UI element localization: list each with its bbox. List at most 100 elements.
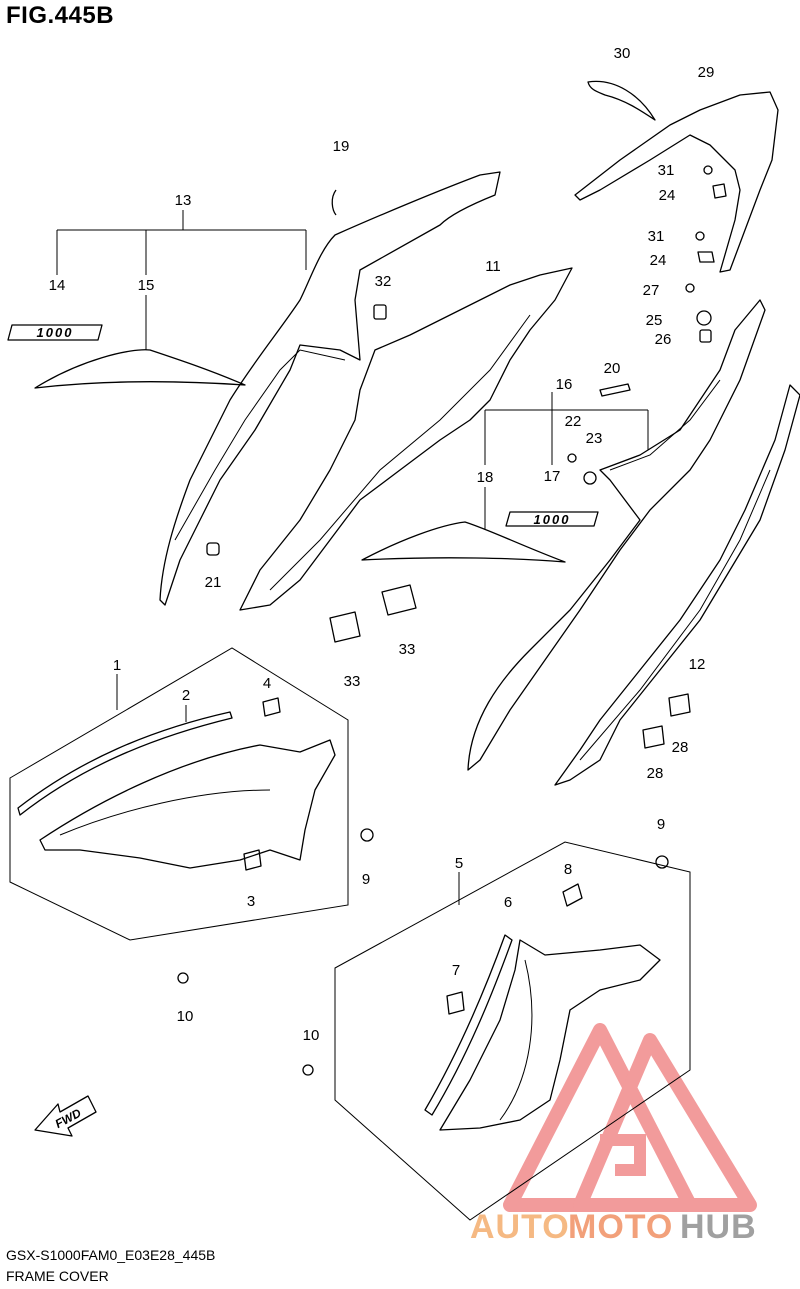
stripe-15 xyxy=(34,349,246,389)
callout-label-11: 11 xyxy=(485,258,501,275)
callout-label-12: 12 xyxy=(689,656,706,673)
rivet-10-left xyxy=(177,972,189,984)
callout-label-10: 10 xyxy=(303,1027,320,1044)
callout-label-21: 21 xyxy=(205,574,222,591)
diagram-caption: FRAME COVER xyxy=(6,1268,109,1284)
pad-28-a xyxy=(668,693,691,717)
frame-cover-5 xyxy=(439,939,661,1131)
diagram-code: GSX-S1000FAM0_E03E28_445B xyxy=(6,1247,216,1263)
inner-cover-12-edge xyxy=(579,469,771,761)
nut-24-a xyxy=(712,183,727,199)
grommet-9-right xyxy=(655,855,669,869)
callout-label-16: 16 xyxy=(556,376,573,393)
callout-label-2: 2 xyxy=(182,687,190,704)
emblem-1000-right: 1000 xyxy=(505,511,599,527)
box-5 xyxy=(334,841,691,1221)
pad-33-a xyxy=(329,611,361,643)
callout-label-24: 24 xyxy=(650,252,667,269)
pad-8 xyxy=(562,883,583,907)
callout-label-33: 33 xyxy=(344,673,361,690)
callout-label-20: 20 xyxy=(604,360,621,377)
callout-label-25: 25 xyxy=(646,312,663,329)
callout-label-9: 9 xyxy=(657,816,665,833)
watermark-logo xyxy=(503,1023,757,1212)
figure-title: FIG.445B xyxy=(6,2,115,29)
callout-label-13: 13 xyxy=(175,192,192,209)
screw-31-b xyxy=(695,231,705,241)
pad-33-b xyxy=(381,584,417,616)
callout-label-4: 4 xyxy=(263,675,271,692)
callout-label-18: 18 xyxy=(477,469,494,486)
trim-6 xyxy=(424,934,513,1116)
callout-label-28: 28 xyxy=(672,739,689,756)
inner-cover-12 xyxy=(554,384,800,786)
frame-cover-1 xyxy=(39,739,336,869)
fwd-arrow-icon: FWD xyxy=(34,1095,97,1137)
callout-label-33: 33 xyxy=(399,641,416,658)
callout-label-31: 31 xyxy=(658,162,675,179)
trim-2 xyxy=(17,711,233,816)
callout-label-5: 5 xyxy=(455,855,463,872)
box-1 xyxy=(9,647,349,941)
watermark-text-moto: MOTO xyxy=(568,1208,673,1246)
seat-cowl-29 xyxy=(574,91,779,273)
emblem-text-left: 1000 xyxy=(37,325,74,340)
rear-cover-left-13 xyxy=(159,171,501,606)
callout-label-26: 26 xyxy=(655,331,672,348)
callout-label-6: 6 xyxy=(504,894,512,911)
callout-label-15: 15 xyxy=(138,277,155,294)
collar-26 xyxy=(699,329,712,343)
bracket-13 xyxy=(56,210,307,350)
pad-3 xyxy=(243,849,262,871)
bolt-27 xyxy=(685,283,695,293)
nut-32 xyxy=(373,304,387,320)
pad-7 xyxy=(446,991,465,1015)
watermark-text-auto: AUTO xyxy=(470,1208,570,1246)
stripe-18 xyxy=(361,521,566,563)
emblem-1000-left: 1000 xyxy=(7,324,103,341)
inner-cover-11 xyxy=(239,267,573,611)
nut-24-b xyxy=(697,251,715,263)
pad-28-b xyxy=(642,725,665,749)
callout-label-32: 32 xyxy=(375,273,392,290)
callout-label-1: 1 xyxy=(113,657,121,674)
callout-label-8: 8 xyxy=(564,861,572,878)
trim-30 xyxy=(587,80,656,121)
frame-cover-1-edge xyxy=(59,789,271,836)
rear-cover-right-16-edge xyxy=(609,379,721,471)
callout-label-27: 27 xyxy=(643,282,660,299)
callout-label-31: 31 xyxy=(648,228,665,245)
rear-cover-right-16 xyxy=(467,299,766,771)
grommet-9-left xyxy=(360,828,374,842)
rear-cover-left-13-edge xyxy=(174,349,346,541)
callout-label-7: 7 xyxy=(452,962,460,979)
callout-label-28: 28 xyxy=(647,765,664,782)
rivet-10-right xyxy=(302,1064,314,1076)
strip-20 xyxy=(599,383,631,397)
bracket-16 xyxy=(484,392,649,530)
callout-label-22: 22 xyxy=(565,413,582,430)
inner-cover-11-edge xyxy=(269,314,531,591)
callout-label-3: 3 xyxy=(247,893,255,910)
callout-label-17: 17 xyxy=(544,468,561,485)
screw-31-a xyxy=(703,165,713,175)
callout-label-24: 24 xyxy=(659,187,676,204)
callout-label-14: 14 xyxy=(49,277,66,294)
callout-label-10: 10 xyxy=(177,1008,194,1025)
callout-label-29: 29 xyxy=(698,64,715,81)
pin-19 xyxy=(331,189,337,216)
callout-label-23: 23 xyxy=(586,430,603,447)
emblem-text-right: 1000 xyxy=(534,512,571,527)
callout-label-19: 19 xyxy=(333,138,350,155)
grommet-21 xyxy=(206,542,220,556)
washer-23 xyxy=(583,471,597,485)
screw-22 xyxy=(567,453,577,463)
callout-label-9: 9 xyxy=(362,871,370,888)
pad-4 xyxy=(262,697,281,717)
grommet-25 xyxy=(696,310,712,326)
callout-label-30: 30 xyxy=(614,45,631,62)
frame-cover-5-edge xyxy=(499,959,533,1121)
watermark-text-hub: HUB xyxy=(680,1208,757,1246)
